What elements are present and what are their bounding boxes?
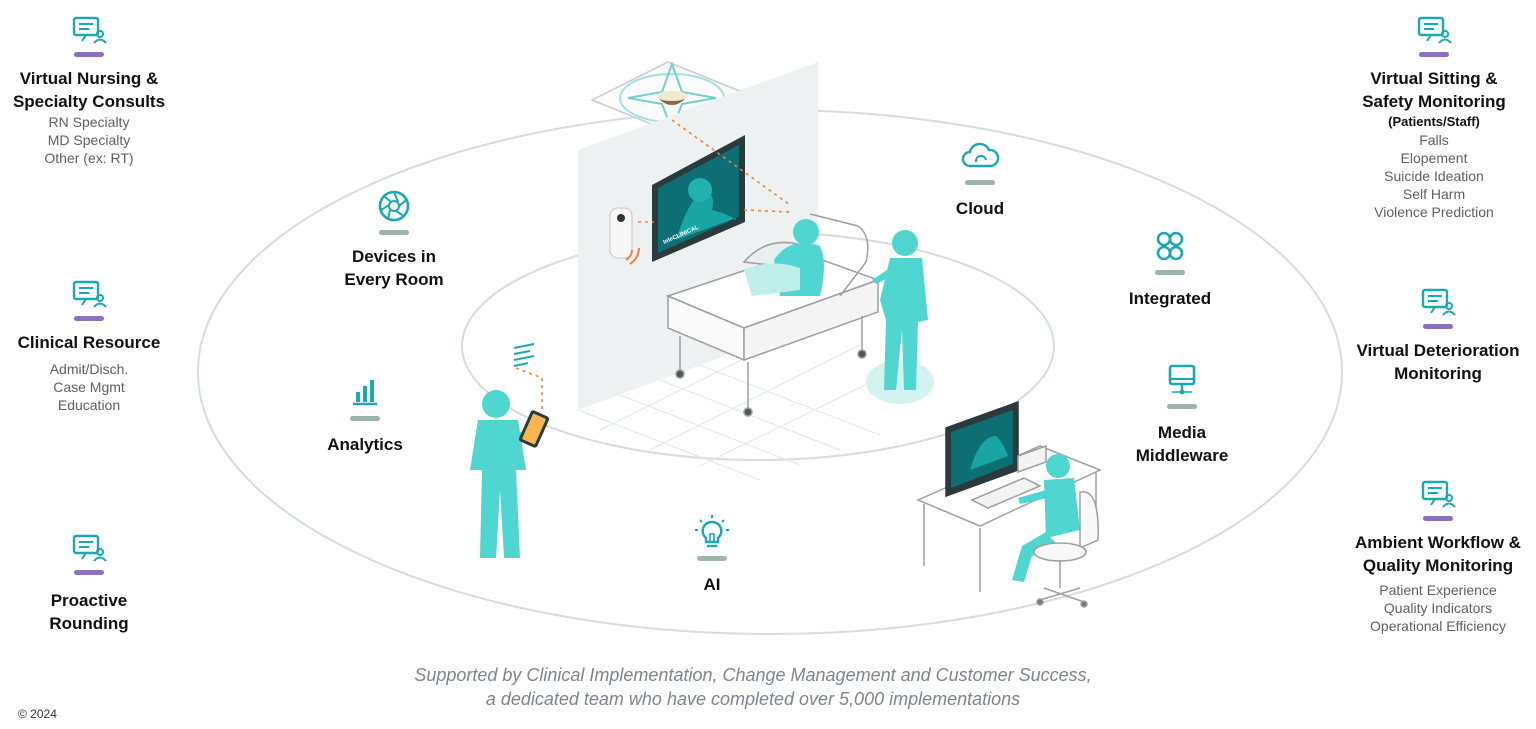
tech-divider [379, 230, 409, 235]
tech-divider [350, 416, 380, 421]
footer-line: Supported by Clinical Implementation, Ch… [414, 665, 1092, 685]
feature-title: Safety Monitoring [1362, 92, 1506, 111]
tech-title: AI [703, 575, 721, 594]
feature-detail: Admit/Disch. [49, 361, 129, 377]
feature-divider [1423, 324, 1453, 329]
feature-divider [74, 570, 104, 575]
feature-subtitle: (Patients/Staff) [1388, 114, 1480, 129]
feature-title: Rounding [49, 614, 129, 633]
feature-title: Proactive [50, 591, 128, 610]
feature-proactive-rounding: Proactive Rounding [0, 532, 178, 635]
bar-chart-icon [353, 380, 377, 406]
cloud-icon [961, 142, 1000, 168]
feature-title: Virtual Sitting & [1370, 69, 1498, 88]
feature-divider [74, 52, 104, 57]
tech-ai: AI [672, 514, 752, 596]
feature-divider [1423, 516, 1453, 521]
wall-tv-icon: teleCLINICAL [652, 135, 745, 262]
lightbulb-icon [695, 515, 729, 548]
feature-detail: Self Harm [1402, 186, 1466, 202]
feature-divider [1419, 52, 1449, 57]
tech-title: Every Room [344, 270, 444, 289]
tech-title: Integrated [1128, 289, 1212, 308]
tech-divider [965, 180, 995, 185]
patient-figure-icon [744, 219, 824, 296]
feature-detail: Education [57, 397, 121, 413]
monitor-people-icon [72, 16, 107, 44]
feature-virtual-deterioration: Virtual Deterioration Monitoring [1340, 286, 1536, 385]
feature-detail: Patient Experience [1379, 582, 1497, 598]
tech-devices-in-every-room: Devices in Every Room [330, 188, 458, 291]
feature-title: Virtual Nursing & [19, 69, 159, 88]
feature-title: Quality Monitoring [1362, 556, 1514, 575]
monitor-people-icon [72, 280, 107, 308]
feature-title: Monitoring [1394, 364, 1482, 383]
footer-line: a dedicated team who have completed over… [485, 689, 1021, 709]
monitor-people-icon [1421, 480, 1456, 508]
tech-divider [697, 556, 727, 561]
tech-divider [1167, 404, 1197, 409]
document-lines-icon [513, 343, 535, 367]
tech-title: Middleware [1135, 446, 1229, 465]
standing-nurse-figure-icon [866, 230, 934, 404]
feature-detail: Elopement [1400, 150, 1468, 166]
feature-divider [74, 316, 104, 321]
tech-title: Cloud [955, 199, 1005, 218]
tech-integrated: Integrated [1116, 228, 1224, 310]
feature-title: Virtual Deterioration [1356, 341, 1520, 360]
feature-detail: RN Specialty [48, 114, 130, 130]
office-chair-icon [1033, 491, 1099, 608]
feature-detail: Operational Efficiency [1370, 618, 1506, 634]
desktop-monitor-icon [1168, 364, 1196, 395]
copyright-text: © 2024 [18, 707, 57, 721]
footer-note: Supported by Clinical Implementation, Ch… [0, 663, 1506, 711]
feature-ambient-workflow: Ambient Workflow & Quality Monitoring Pa… [1342, 478, 1534, 635]
feature-title: Specialty Consults [12, 92, 166, 111]
feature-detail: Quality Indicators [1383, 600, 1493, 616]
feature-clinical-resource: Clinical Resource Admit/Disch. Case Mgmt… [0, 278, 178, 414]
feature-title: Ambient Workflow & [1355, 533, 1521, 552]
integration-icon [1156, 231, 1184, 261]
feature-detail: Suicide Ideation [1384, 168, 1484, 184]
feature-detail: Other (ex: RT) [44, 150, 134, 166]
tech-title: Media [1157, 423, 1207, 442]
tech-analytics: Analytics [310, 374, 420, 456]
feature-virtual-nursing: Virtual Nursing & Specialty Consults RN … [0, 14, 178, 167]
feature-detail: MD Specialty [47, 132, 131, 148]
camera-aperture-icon [378, 190, 410, 222]
monitor-people-icon [1417, 16, 1452, 44]
tech-title: Analytics [327, 435, 403, 454]
tech-divider [1155, 270, 1185, 275]
monitor-people-icon [72, 534, 107, 562]
clinician-with-tablet-figure-icon [470, 390, 550, 558]
feature-detail: Case Mgmt [53, 379, 125, 395]
tech-media-middleware: Media Middleware [1122, 362, 1242, 467]
feature-title: Clinical Resource [17, 333, 161, 352]
tech-title: Devices in [351, 247, 437, 266]
wall-camera-device-icon [609, 207, 640, 265]
tech-cloud: Cloud [940, 138, 1020, 220]
feature-detail: Violence Prediction [1374, 204, 1494, 220]
monitor-people-icon [1421, 288, 1456, 316]
feature-detail: Falls [1419, 132, 1449, 148]
feature-virtual-sitting: Virtual Sitting & Safety Monitoring (Pat… [1344, 14, 1524, 221]
